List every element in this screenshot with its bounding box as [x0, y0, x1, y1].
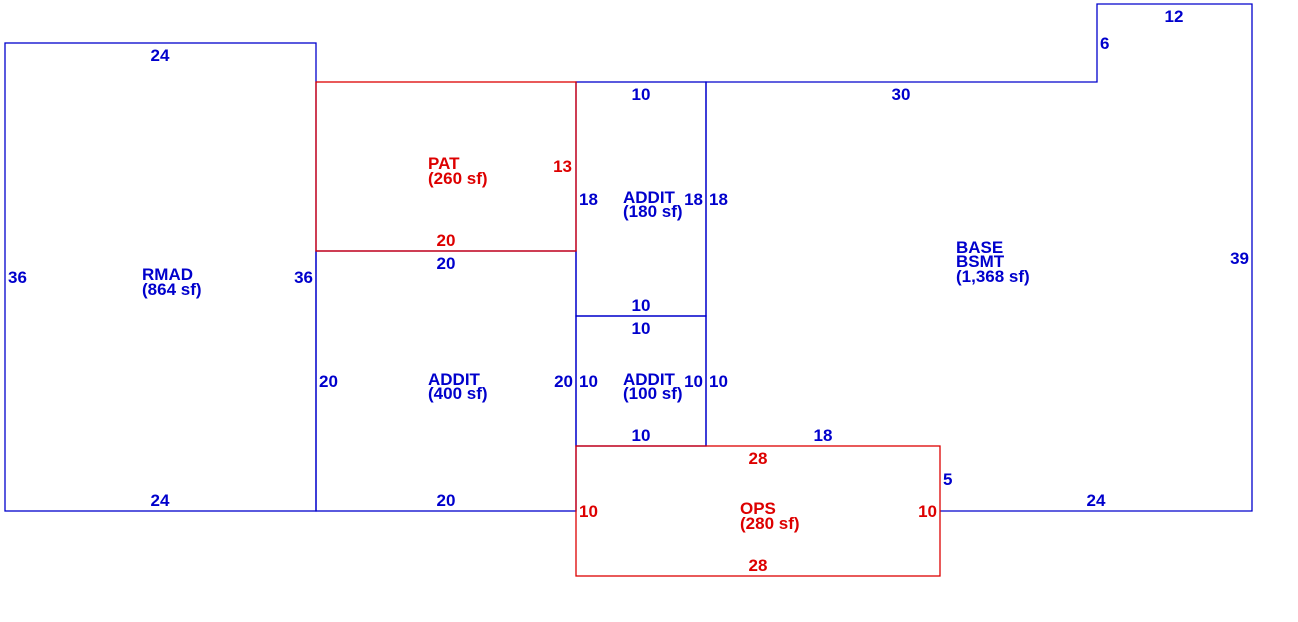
dim-base-notch-height: 6: [1100, 34, 1109, 53]
dim-addit-top-bottom: 10: [632, 296, 651, 315]
dim-addit-large-top: 20: [437, 254, 456, 273]
dim-base-lower-left: 10: [709, 372, 728, 391]
pat-area: (260 sf): [428, 169, 488, 188]
dim-addit-small-left: 10: [579, 372, 598, 391]
dim-addit-top-left: 18: [579, 190, 598, 209]
dim-base-top: 30: [892, 85, 911, 104]
addit-large-area: (400 sf): [428, 384, 488, 403]
dim-base-step-top: 18: [814, 426, 833, 445]
dim-base-notch-width: 12: [1165, 7, 1184, 26]
dim-addit-top-top: 10: [632, 85, 651, 104]
addit-small-label: ADDIT: [623, 370, 676, 389]
base-area: (1,368 sf): [956, 267, 1030, 286]
rmad-label: RMAD: [142, 265, 193, 284]
dim-addit-top-right: 18: [684, 190, 703, 209]
dim-base-step-side: 5: [943, 470, 952, 489]
dim-addit-large-left: 20: [319, 372, 338, 391]
pat-label: PAT: [428, 154, 460, 173]
dim-rmad-top: 24: [151, 46, 170, 65]
rmad-area: (864 sf): [142, 280, 202, 299]
dim-addit-small-right: 10: [684, 372, 703, 391]
dim-rmad-right: 36: [294, 268, 313, 287]
dim-base-left: 18: [709, 190, 728, 209]
base-label-line2: BSMT: [956, 252, 1005, 271]
ops-area: (280 sf): [740, 514, 800, 533]
dim-addit-small-bottom: 10: [632, 426, 651, 445]
addit-top-area: (180 sf): [623, 202, 683, 221]
ops-label: OPS: [740, 499, 776, 518]
addit-top-label: ADDIT: [623, 188, 676, 207]
dim-pat-bottom: 20: [437, 231, 456, 250]
addit-small-area: (100 sf): [623, 384, 683, 403]
dim-ops-bottom: 28: [749, 556, 768, 575]
ops-outline: [575, 445, 941, 577]
dim-addit-large-right: 20: [554, 372, 573, 391]
dim-pat-right: 13: [553, 157, 572, 176]
base-bsmt-outline: [705, 3, 1253, 512]
dim-ops-left: 10: [579, 502, 598, 521]
dim-rmad-bottom: 24: [151, 491, 170, 510]
dim-addit-small-top: 10: [632, 319, 651, 338]
dim-base-bottom: 24: [1087, 491, 1106, 510]
base-label-line1: BASE: [956, 238, 1003, 257]
dim-base-right: 39: [1230, 249, 1249, 268]
dim-rmad-left: 36: [8, 268, 27, 287]
addit-large-label: ADDIT: [428, 370, 481, 389]
pat-outline: [315, 81, 577, 252]
dim-ops-right: 10: [918, 502, 937, 521]
dim-addit-large-bottom: 20: [437, 491, 456, 510]
dim-ops-top: 28: [749, 449, 768, 468]
